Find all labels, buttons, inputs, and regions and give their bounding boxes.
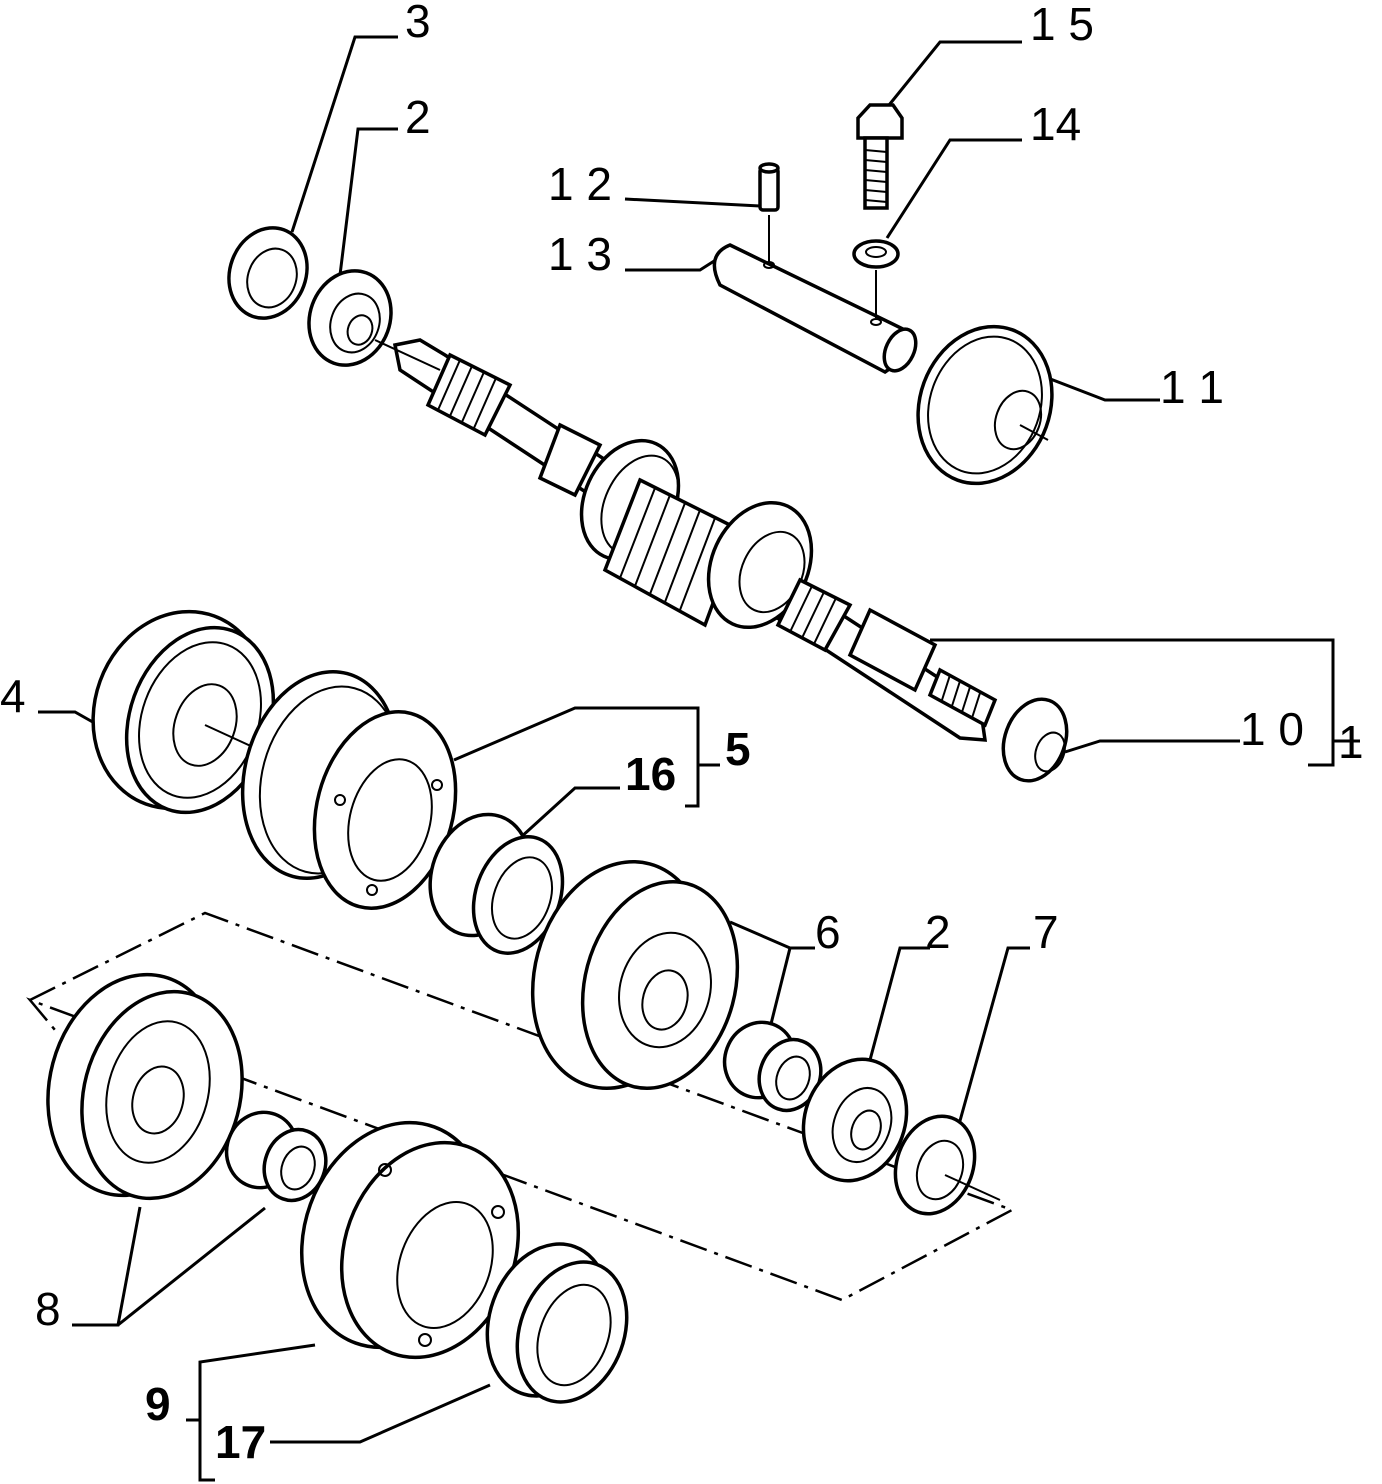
main-shaft-1 [374,338,998,742]
bearing-2-bottom [801,1057,909,1183]
label-10: 1 0 [1240,703,1304,755]
ring-gear-17 [485,1242,629,1404]
label-15: 1 5 [1030,0,1094,50]
seal-7 [893,1114,1001,1216]
label-16: 16 [625,748,676,800]
rod-13 [712,243,918,375]
label-12: 1 2 [548,158,612,210]
label-11: 1 1 [1160,361,1224,413]
label-2-top: 2 [405,91,431,143]
needle-bushing-8 [224,1110,328,1203]
label-6: 6 [815,906,841,958]
nut-10 [1001,697,1069,783]
gear-11 [916,324,1054,486]
label-17: 17 [215,1416,266,1468]
label-13: 1 3 [548,228,612,280]
leader-lines [38,35,1360,1482]
label-3: 3 [405,0,431,47]
label-8: 8 [35,1283,61,1335]
splined-sleeve-16 [428,812,565,955]
bolt-15 [856,103,904,210]
pin-12 [758,162,780,262]
seal-ring-3 [227,226,309,320]
synchro-hub-5 [240,669,458,910]
gear-6 [530,860,740,1091]
label-5: 5 [725,723,751,775]
bearing-2-top [307,269,393,367]
label-14: 14 [1030,98,1081,150]
callout-labels: 1 2 2 3 4 5 6 7 8 9 1 0 1 1 1 2 1 3 14 1… [0,0,1364,1468]
label-7: 7 [1033,906,1059,958]
washer-14 [852,239,900,318]
assembly-outline [26,911,1016,1302]
label-4: 4 [0,670,26,722]
gear-8 [46,972,244,1201]
synchro-hub-9 [299,1120,521,1360]
label-1: 1 [1338,716,1364,768]
label-9: 9 [145,1378,171,1430]
label-2-bottom: 2 [925,906,951,958]
needle-bushing-6 [722,1020,823,1113]
